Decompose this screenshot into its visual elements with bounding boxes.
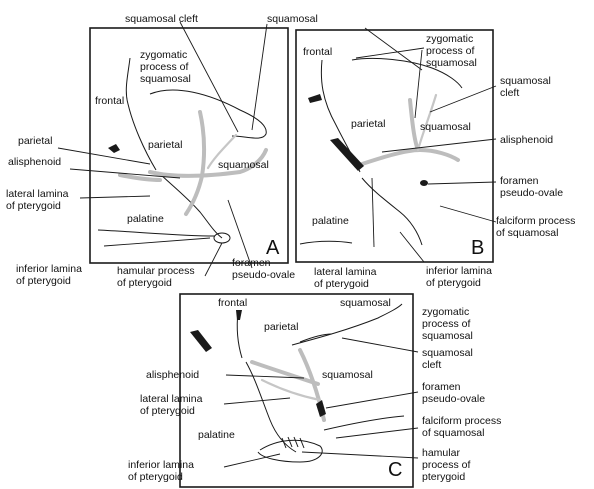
panel-b-label-frontal: frontal [303, 46, 332, 58]
panel-c-label-hamular-line3: pterygoid [422, 471, 465, 483]
panel-a-label-inferior-lamina-line2: of pterygoid [16, 275, 71, 287]
panel-b-label-lateral-lamina-line2: of pterygoid [314, 278, 369, 290]
panel-b-label-zygomatic-line3: squamosal [426, 57, 477, 69]
panel-c-label-foramen-line1: foramen [422, 381, 461, 393]
panel-c-label-hamular-line1: hamular [422, 447, 460, 459]
panel-a-label-squamosal-inner: squamosal [218, 159, 269, 171]
panel-c-label-hamular-line2: process of [422, 459, 471, 471]
panel-b-label-palatine: palatine [312, 215, 349, 227]
panel-a-label-zygomatic-line3: squamosal [140, 73, 191, 85]
panel-b-label-foramen-line2: pseudo-ovale [500, 187, 563, 199]
panel-c-label-falciform-line1: falciform process [422, 415, 501, 427]
panel-a: squamosal cleft squamosal zygomatic proc… [6, 13, 318, 289]
panel-c-label-squamosal-cleft-line1: squamosal [422, 347, 473, 359]
panel-b-label-squamosal-inner: squamosal [420, 121, 471, 133]
panel-c-label-palatine: palatine [198, 429, 235, 441]
panel-c-label-falciform-line2: of squamosal [422, 427, 484, 439]
panel-c-label-foramen-line2: pseudo-ovale [422, 393, 485, 405]
panel-c-label-zygomatic-line2: process of [422, 318, 471, 330]
panel-c-label-parietal: parietal [264, 321, 298, 333]
panel-c-label-zygomatic-line1: zygomatic [422, 306, 469, 318]
panel-b-label-falciform-line1: falciform process [496, 215, 575, 227]
panel-b-label-zygomatic-line1: zygomatic [426, 33, 473, 45]
panel-a-label-lateral-lamina-line1: lateral lamina [6, 188, 69, 200]
panel-c-label-alisphenoid: alisphenoid [146, 369, 199, 381]
panel-c-label-lateral-lamina-line1: lateral lamina [140, 393, 203, 405]
panel-a-label-inferior-lamina-line1: inferior lamina [16, 263, 82, 275]
panel-c-label-inferior-lamina-line1: inferior lamina [128, 459, 194, 471]
panel-b: frontal zygomatic process of squamosal s… [296, 28, 575, 290]
panel-c-label-frontal: frontal [218, 297, 247, 309]
panel-b-label-inferior-lamina-line2: of pterygoid [426, 277, 481, 289]
panel-a-frame [90, 28, 288, 263]
panel-b-label-inferior-lamina-line1: inferior lamina [426, 265, 492, 277]
panel-a-label-zygomatic-line1: zygomatic [140, 49, 187, 61]
panel-a-label-foramen-line1: foramen [232, 257, 271, 269]
panel-a-label-hamular-line1: hamular process [117, 265, 195, 277]
panel-a-label-squamosal-top: squamosal [267, 13, 318, 25]
panel-c-label-inferior-lamina-line2: of pterygoid [128, 471, 183, 483]
panel-b-label-alisphenoid: alisphenoid [500, 134, 553, 146]
panel-b-label-lateral-lamina-line1: lateral lamina [314, 266, 377, 278]
panel-a-label-squamosal-cleft: squamosal cleft [125, 13, 198, 25]
panel-b-label-falciform-line2: of squamosal [496, 227, 558, 239]
panel-a-label-parietal-left: parietal [18, 135, 52, 147]
panel-a-label-palatine: palatine [127, 213, 164, 225]
panel-b-label-squamosal-cleft-line1: squamosal [500, 75, 551, 87]
panel-b-label-squamosal-cleft-line2: cleft [500, 87, 519, 99]
panel-c-letter: C [388, 459, 402, 481]
panel-b-foramen-dark-mark [420, 180, 428, 186]
panel-c-label-zygomatic-line3: squamosal [422, 330, 473, 342]
panel-a-label-frontal: frontal [95, 95, 124, 107]
panel-a-label-parietal-inner: parietal [148, 139, 182, 151]
panel-c-label-lateral-lamina-line2: of pterygoid [140, 405, 195, 417]
panel-a-letter: A [266, 237, 280, 259]
panel-a-label-hamular-line2: of pterygoid [117, 277, 172, 289]
panel-b-label-foramen-line1: foramen [500, 175, 539, 187]
panel-b-label-parietal: parietal [351, 118, 385, 130]
panel-c: frontal squamosal zygomatic process of s… [128, 294, 501, 487]
panel-a-label-zygomatic-line2: process of [140, 61, 189, 73]
panel-a-label-lateral-lamina-line2: of pterygoid [6, 200, 61, 212]
panel-b-letter: B [471, 237, 484, 259]
panel-b-label-zygomatic-line2: process of [426, 45, 475, 57]
panel-c-label-squamosal-top: squamosal [340, 297, 391, 309]
panel-c-label-squamosal-inner: squamosal [322, 369, 373, 381]
panel-c-label-squamosal-cleft-line2: cleft [422, 359, 441, 371]
panel-a-label-foramen-line2: pseudo-ovale [232, 269, 295, 281]
panel-a-label-alisphenoid: alisphenoid [8, 156, 61, 168]
